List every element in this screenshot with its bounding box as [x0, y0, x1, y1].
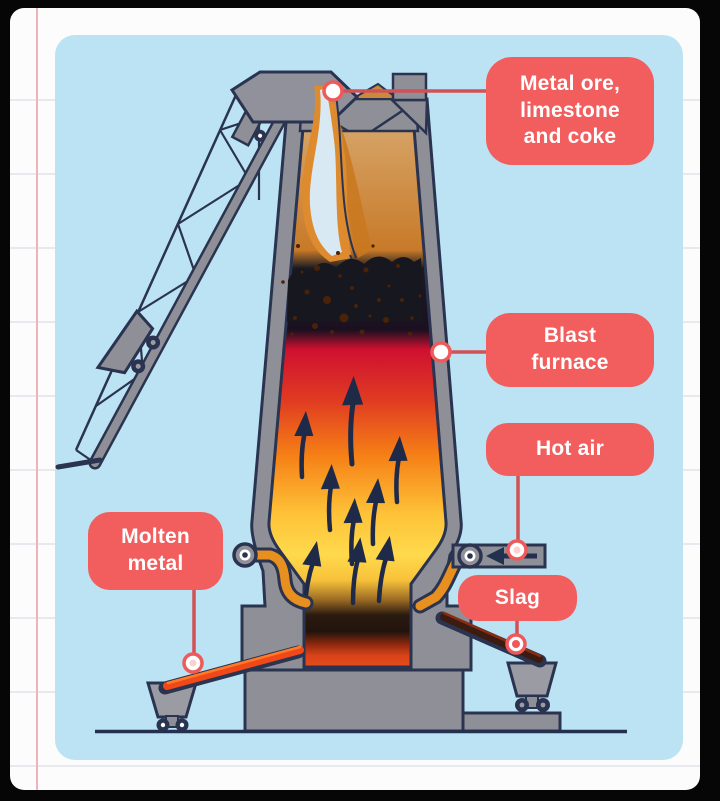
valve-left [232, 542, 258, 568]
slag-cart [506, 661, 558, 712]
skip-car [95, 308, 161, 375]
coke-layer [287, 256, 423, 322]
hoist-foot [55, 457, 103, 470]
ore-specks [281, 244, 422, 336]
valve-right [457, 543, 483, 569]
dot-metal-ore [322, 80, 344, 102]
skip-hoist [55, 82, 304, 470]
hoist-rail [91, 85, 301, 467]
dot-blast-furnace [430, 341, 452, 363]
label-metal-ore: Metal ore, limestone and coke [486, 57, 654, 165]
label-slag: Slag [458, 575, 577, 621]
label-molten-metal: Molten metal [88, 512, 223, 590]
ladle-cart [145, 681, 199, 732]
molten-metal-chute [158, 645, 305, 695]
tuyere-left [232, 542, 314, 611]
label-hot-air: Hot air [486, 423, 654, 476]
connector-dots [182, 80, 528, 674]
margin-line [36, 8, 38, 790]
charge-stream [301, 86, 372, 291]
base-pedestal [243, 668, 562, 733]
top-rim-block [391, 72, 428, 102]
label-blast-furnace: Blast furnace [486, 313, 654, 387]
